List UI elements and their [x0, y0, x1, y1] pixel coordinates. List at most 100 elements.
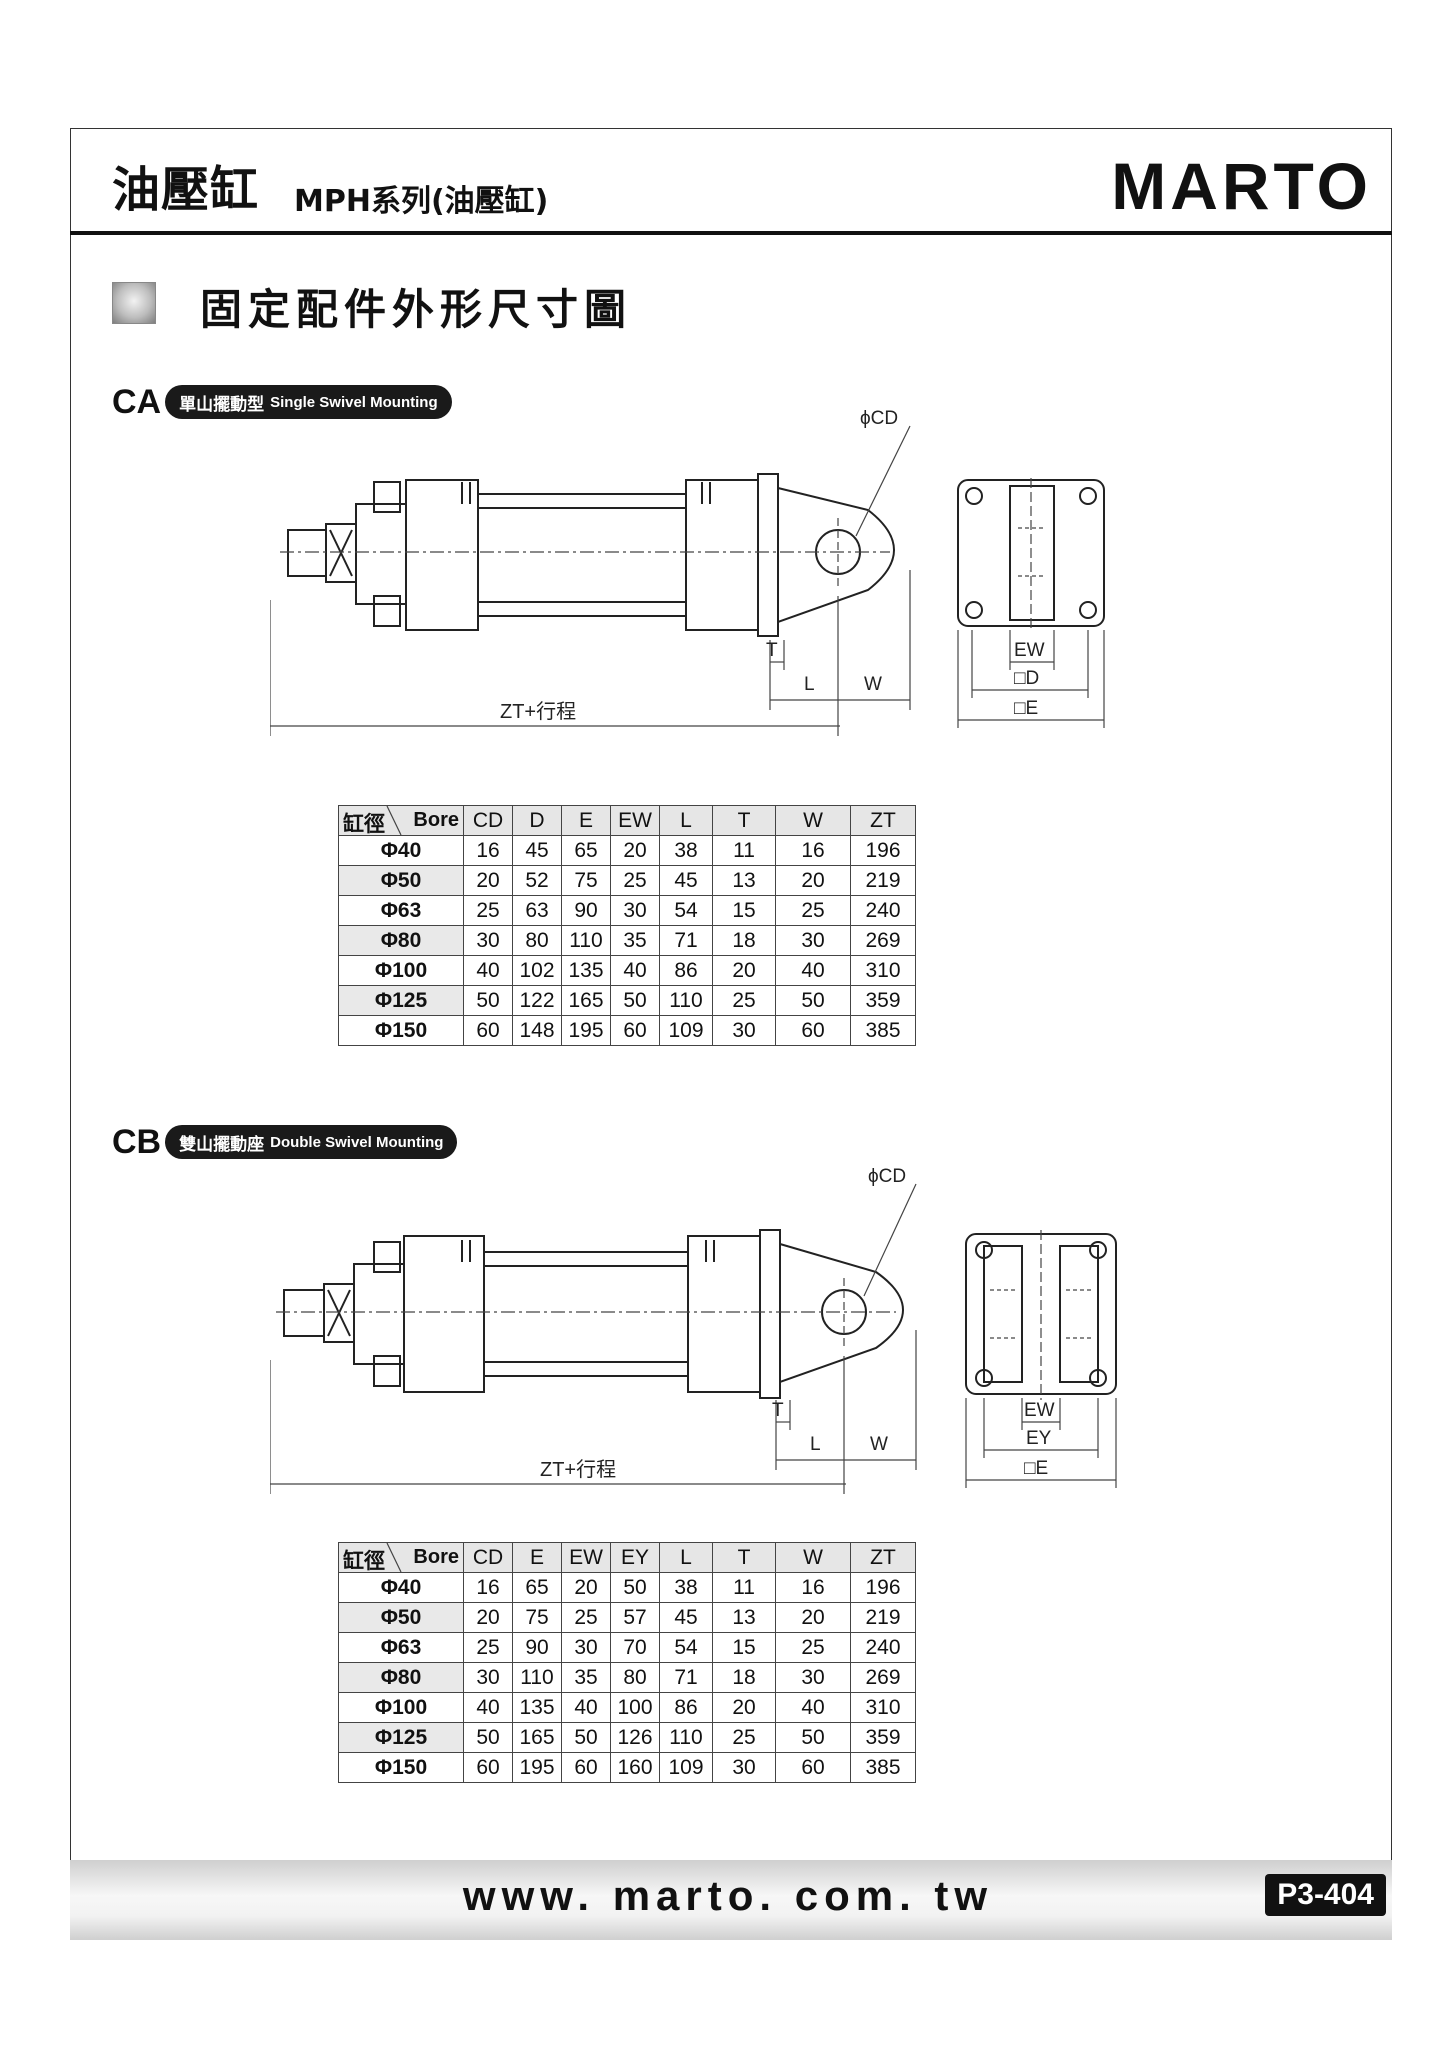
ca-cell: 60: [775, 1015, 851, 1046]
cb-cell: 75: [512, 1602, 562, 1633]
ca-cell: 109: [659, 1015, 713, 1046]
ca-cell: 16: [463, 835, 513, 866]
ca-label-w: W: [864, 674, 882, 695]
cb-col-header: W: [775, 1542, 851, 1573]
cb-cell: 71: [659, 1662, 713, 1693]
ca-cell: 25: [610, 865, 660, 896]
page-number-badge: P3-404: [1265, 1874, 1386, 1916]
cb-cell: 30: [775, 1662, 851, 1693]
ca-cell: 11: [712, 835, 776, 866]
cb-cell: 219: [850, 1602, 916, 1633]
ca-col-header: W: [775, 805, 851, 836]
ca-cell-bore: Φ150: [338, 1015, 464, 1046]
ca-cell: 102: [512, 955, 562, 986]
ca-cell: 52: [512, 865, 562, 896]
ca-cell: 90: [561, 895, 611, 926]
ca-cell: 385: [850, 1015, 916, 1046]
cb-cell: 40: [463, 1692, 513, 1723]
ca-cell: 148: [512, 1015, 562, 1046]
ca-cell: 20: [712, 955, 776, 986]
cb-table-corner: 缸徑 Bore: [338, 1542, 464, 1573]
ca-cell: 30: [712, 1015, 776, 1046]
cb-cell-bore: Φ80: [338, 1662, 464, 1693]
table-row: Φ50 20 75 25 57 45 13 20 219: [338, 1602, 916, 1633]
cb-cell: 70: [610, 1632, 660, 1663]
ca-cell: 20: [610, 835, 660, 866]
ca-label-ew: EW: [1014, 640, 1045, 661]
table-row: Φ80 30 80 110 35 71 18 30 269: [338, 925, 916, 956]
cb-cell: 269: [850, 1662, 916, 1693]
cb-label-ew: EW: [1024, 1400, 1055, 1421]
ca-cell: 195: [561, 1015, 611, 1046]
ca-name-en: Single Swivel Mounting: [270, 393, 438, 411]
table-row: Φ63 25 90 30 70 54 15 25 240: [338, 1632, 916, 1663]
ca-label-t: T: [766, 640, 778, 661]
ca-cell: 45: [659, 865, 713, 896]
footer-bar: [70, 1860, 1392, 1940]
ca-cell: 40: [610, 955, 660, 986]
cb-cell: 80: [610, 1662, 660, 1693]
ca-cell: 16: [775, 835, 851, 866]
cb-label-cd: ϕCD: [868, 1166, 906, 1187]
cb-cell: 16: [775, 1572, 851, 1603]
ca-cell: 30: [610, 895, 660, 926]
ca-cell: 60: [610, 1015, 660, 1046]
cb-cell: 20: [463, 1602, 513, 1633]
ca-cell: 60: [463, 1015, 513, 1046]
ca-cell: 65: [561, 835, 611, 866]
cb-cell: 160: [610, 1752, 660, 1783]
cb-cell: 13: [712, 1602, 776, 1633]
cb-cell: 359: [850, 1722, 916, 1753]
cb-cell: 25: [775, 1632, 851, 1663]
table-row: Φ125 50 122 165 50 110 25 50 359: [338, 985, 916, 1016]
cb-cell-bore: Φ50: [338, 1602, 464, 1633]
ca-cell-bore: Φ100: [338, 955, 464, 986]
cb-cell: 57: [610, 1602, 660, 1633]
cb-tag: CB 雙山擺動座 Double Swivel Mounting: [112, 1123, 458, 1161]
table-row: Φ63 25 63 90 30 54 15 25 240: [338, 895, 916, 926]
ca-cell: 110: [659, 985, 713, 1016]
cb-cell: 110: [512, 1662, 562, 1693]
cb-label-ey: EY: [1026, 1428, 1052, 1449]
cb-col-header: T: [712, 1542, 776, 1573]
ca-cell: 219: [850, 865, 916, 896]
cb-cell: 100: [610, 1692, 660, 1723]
cb-col-header: ZT: [850, 1542, 916, 1573]
table-row: Φ100 40 102 135 40 86 20 40 310: [338, 955, 916, 986]
ca-cell: 196: [850, 835, 916, 866]
cb-cell: 240: [850, 1632, 916, 1663]
cb-corner-en: Bore: [413, 1546, 459, 1568]
ca-cell: 30: [463, 925, 513, 956]
ca-cell: 20: [775, 865, 851, 896]
cb-cell: 90: [512, 1632, 562, 1663]
cb-cell: 18: [712, 1662, 776, 1693]
ca-tag: CA 單山擺動型 Single Swivel Mounting: [112, 383, 452, 421]
cb-cell: 126: [610, 1722, 660, 1753]
cb-cell-bore: Φ125: [338, 1722, 464, 1753]
ca-pill: 單山擺動型 Single Swivel Mounting: [165, 385, 452, 419]
cb-col-header: EY: [610, 1542, 660, 1573]
cb-cell: 60: [463, 1752, 513, 1783]
cb-cell: 40: [561, 1692, 611, 1723]
cb-cell: 11: [712, 1572, 776, 1603]
ca-table-corner: 缸徑 Bore: [338, 805, 464, 836]
cb-cell-bore: Φ100: [338, 1692, 464, 1723]
ca-cell: 25: [712, 985, 776, 1016]
table-row: Φ40 16 65 20 50 38 11 16 196: [338, 1572, 916, 1603]
cb-col-header: CD: [463, 1542, 513, 1573]
cb-cell: 45: [659, 1602, 713, 1633]
ca-cell: 165: [561, 985, 611, 1016]
cb-cell: 38: [659, 1572, 713, 1603]
cb-pill: 雙山擺動座 Double Swivel Mounting: [165, 1125, 458, 1159]
ca-cell: 110: [561, 925, 611, 956]
cb-cell: 30: [712, 1752, 776, 1783]
cb-label-l: L: [810, 1434, 821, 1455]
table-row: Φ150 60 148 195 60 109 30 60 385: [338, 1015, 916, 1046]
cb-col-header: EW: [561, 1542, 611, 1573]
cb-cell: 196: [850, 1572, 916, 1603]
cb-cell: 50: [610, 1572, 660, 1603]
cb-spec-table: 缸徑 Bore CD E EW EY L T W ZT Φ40 16 65 20…: [338, 1542, 916, 1783]
ca-cell: 40: [463, 955, 513, 986]
ca-col-header: ZT: [850, 805, 916, 836]
cb-cell: 110: [659, 1722, 713, 1753]
